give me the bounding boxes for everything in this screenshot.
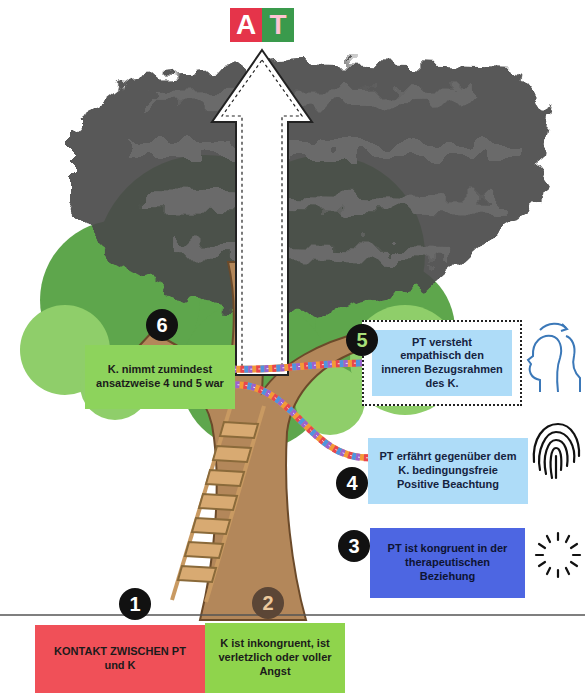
rope-connector [235, 385, 368, 458]
node-text: PT versteht empathisch den inneren Bezug… [380, 336, 504, 391]
node-text: PT erfährt gegenüber dem K. bedingungsfr… [376, 450, 520, 491]
node-text: KONTAKT ZWISCHEN PT und K [47, 645, 193, 673]
callout-number: 6 [146, 309, 178, 341]
up-arrow [212, 50, 312, 375]
callout-number: 2 [252, 587, 284, 619]
letter-box: A [230, 8, 262, 42]
scribble-overlay [70, 62, 552, 318]
callout-number: 5 [346, 324, 378, 356]
callout-number: 1 [119, 588, 151, 620]
condition-box: K ist inkongruent, ist verletzlich oder … [205, 623, 345, 693]
letter: T [269, 11, 286, 39]
condition-box: PT ist kongruent in der therapeutischen … [370, 528, 525, 598]
letter: A [236, 11, 256, 39]
rope-ladder [172, 402, 264, 602]
rope-connector [235, 363, 372, 369]
fingerprint-icon [534, 424, 579, 478]
condition-box: PT versteht empathisch den inneren Bezug… [372, 330, 512, 396]
node-text: K ist inkongruent, ist verletzlich oder … [213, 637, 337, 678]
letter-box: T [262, 8, 294, 42]
node-text: PT ist kongruent in der therapeutischen … [378, 542, 517, 583]
node-text: K. nimmt zumindest ansatzweise 4 und 5 w… [95, 363, 225, 391]
ring-icon [536, 533, 580, 577]
condition-box: KONTAKT ZWISCHEN PT und K [35, 625, 205, 693]
ground-line [0, 614, 585, 616]
condition-box: K. nimmt zumindest ansatzweise 4 und 5 w… [85, 345, 235, 409]
heads-icon [528, 324, 580, 392]
callout-number: 4 [336, 467, 368, 499]
condition-box: PT erfährt gegenüber dem K. bedingungsfr… [368, 438, 528, 504]
callout-number: 3 [338, 530, 370, 562]
